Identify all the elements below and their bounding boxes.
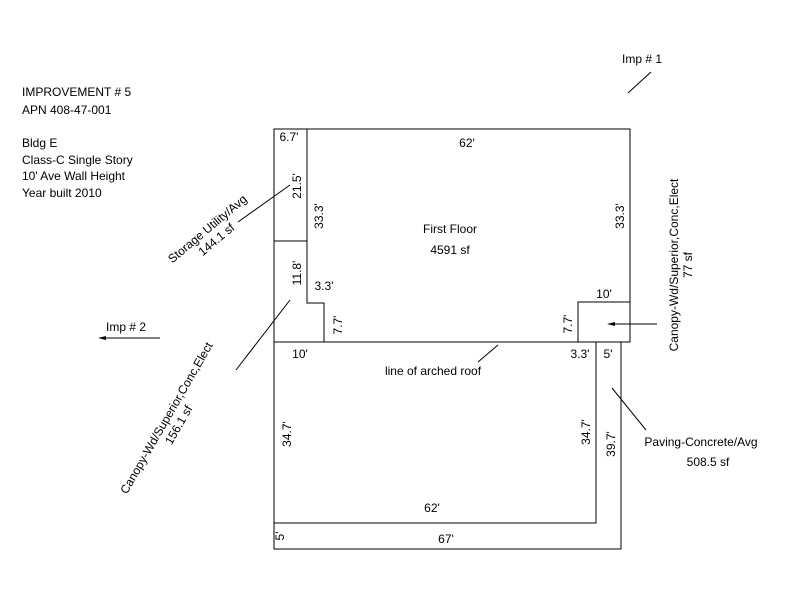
- dim-right-canopy-width: 10': [596, 287, 612, 301]
- imp2-label: Imp # 2: [106, 320, 146, 334]
- dim-paving-bottom-left: 5': [273, 532, 287, 541]
- roof-note-leader: [477, 344, 499, 363]
- imp1-label: Imp # 1: [622, 52, 662, 66]
- storage-leader: [237, 184, 291, 223]
- dim-bottom-width: 62': [424, 501, 440, 515]
- header-info: IMPROVEMENT # 5 APN 408-47-001 Bldg E Cl…: [22, 85, 133, 200]
- paving-outline: [273, 341, 622, 550]
- dim-left-canopy-width: 10': [292, 347, 308, 361]
- paving-name: Paving-Concrete/Avg: [644, 435, 757, 449]
- canopy-left-leader: [235, 299, 291, 371]
- dim-left-lower: 34.7': [280, 421, 294, 447]
- building-label: Bldg E: [22, 136, 57, 150]
- wall-height-label: 10' Ave Wall Height: [22, 169, 126, 183]
- imp1-reference: Imp # 1: [622, 52, 662, 94]
- class-label: Class-C Single Story: [22, 153, 133, 167]
- canopy-right-name: Canopy-Wd/Superior,Conc,Elect: [667, 178, 681, 351]
- right-canopy-outline: [577, 301, 631, 343]
- dim-top-width: 62': [459, 136, 475, 150]
- dim-left-canopy-height: 11.8': [290, 261, 304, 286]
- dim-paving-width: 5': [604, 347, 613, 361]
- canopy-right-label-group: Canopy-Wd/Superior,Conc,Elect 77 sf: [667, 178, 695, 351]
- canopy-left-name: Canopy-Wd/Superior,Conc,Elect: [117, 339, 216, 496]
- apn-label: APN 408-47-001: [22, 103, 112, 117]
- paving-area: 508.5 sf: [687, 455, 730, 469]
- canopy-right-arrow-head: [607, 322, 615, 326]
- dim-paving-bottom-width: 67': [438, 532, 454, 546]
- imp2-reference: Imp # 2: [98, 320, 160, 340]
- first-floor-area: 4591 sf: [430, 243, 470, 257]
- dim-left-notch-height: 7.7': [331, 316, 345, 335]
- dim-storage-width: 6.7': [280, 130, 299, 144]
- dim-left-notch-width: 3.3': [315, 279, 334, 293]
- canopy-left-label-group: Canopy-Wd/Superior,Conc,Elect 156.1 sf: [117, 339, 216, 496]
- dim-right-notch-height: 7.7': [561, 315, 575, 334]
- floor-plan: [273, 128, 631, 550]
- imp2-arrow-head: [98, 336, 106, 340]
- roof-note: line of arched roof: [385, 364, 482, 378]
- dim-storage-height: 21.5': [290, 173, 304, 199]
- year-built-label: Year built 2010: [22, 186, 102, 200]
- paving-leader: [611, 387, 647, 431]
- dim-paving-height: 39.7': [604, 431, 618, 457]
- imp1-arrow: [627, 71, 652, 94]
- storage-outline: [273, 129, 308, 242]
- storage-label-group: Storage Utility/Avg 144.1 sf: [165, 192, 249, 266]
- dim-right-lower: 34.7': [579, 419, 593, 445]
- dim-right-notch-width: 3.3': [571, 347, 590, 361]
- improvement-label: IMPROVEMENT # 5: [22, 85, 131, 99]
- left-canopy-outline: [273, 241, 325, 343]
- first-floor-name: First Floor: [423, 222, 477, 236]
- canopy-right-area: 77 sf: [681, 251, 695, 278]
- dim-left-upper: 33.3': [312, 203, 326, 229]
- dim-right-upper: 33.3': [613, 203, 627, 229]
